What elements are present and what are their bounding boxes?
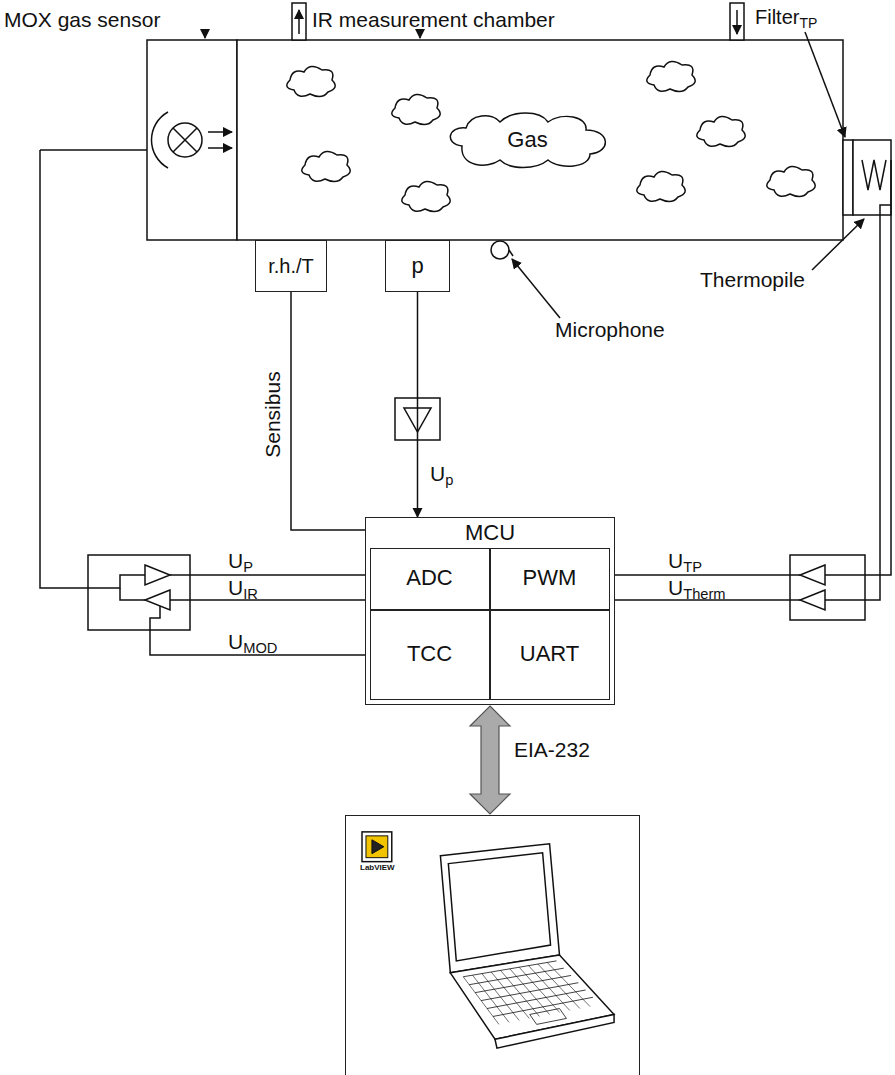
leader-line [512, 259, 560, 318]
peripheral-box: PWM [490, 548, 610, 610]
part-label: Thermopile [700, 268, 805, 291]
sensor-box: r.h./T [255, 240, 327, 292]
signal-name: FilterTP [755, 6, 817, 31]
signal-name: UTP [668, 549, 702, 575]
connector [291, 292, 365, 530]
node-label: TCC [407, 642, 452, 666]
edge-label: EIA-232 [512, 738, 592, 761]
node-label: ADC [406, 566, 452, 590]
laptop-illustration [346, 816, 639, 1075]
signal-name: UTherm [668, 576, 726, 602]
leader-line [419, 32, 421, 38]
gas-cloud: Gas [440, 108, 615, 172]
sensor-box: p [385, 240, 450, 292]
part-label: Microphone [555, 318, 665, 341]
signal-name: UMOD [228, 630, 277, 656]
signal-name: UIR [228, 576, 258, 602]
node-label: r.h./T [268, 255, 314, 277]
peripheral-box: TCC [370, 610, 490, 700]
leader-line [204, 30, 206, 38]
sensor-housing [147, 40, 237, 240]
part-label: MOX gas sensor [4, 8, 160, 31]
node-label: MCU [465, 521, 515, 545]
leader-line [812, 219, 864, 270]
gas-clouds [287, 61, 815, 211]
optical-filter [843, 140, 853, 215]
amplifier-block [40, 150, 365, 655]
thermopile-detector [853, 140, 891, 215]
edge-label: Up [428, 462, 455, 488]
connector [417, 292, 419, 517]
node-label: p [411, 254, 423, 278]
gas-outlet-tube [730, 3, 744, 40]
signal-name: UP [228, 549, 253, 575]
ir-source-symbol [151, 112, 232, 168]
gas-inlet-tube [292, 3, 306, 40]
laptop-pc: LabVIEW [345, 815, 640, 1075]
leader-line [805, 32, 845, 137]
measurement-chamber [237, 40, 843, 240]
software-name: LabVIEW [360, 864, 395, 873]
node-label: PWM [523, 566, 577, 590]
amplifier-block [615, 160, 891, 620]
connector [470, 706, 510, 814]
node-label: Gas [507, 128, 547, 152]
microphone-symbol [491, 241, 513, 259]
edge-label: Sensibus [260, 370, 283, 460]
mcu-box: MCU ADC PWM TCC UART [365, 517, 615, 705]
peripheral-box: UART [490, 610, 610, 700]
part-label: IR measurement chamber [312, 8, 555, 31]
node-label: UART [520, 642, 580, 666]
peripheral-box: ADC [370, 548, 490, 610]
